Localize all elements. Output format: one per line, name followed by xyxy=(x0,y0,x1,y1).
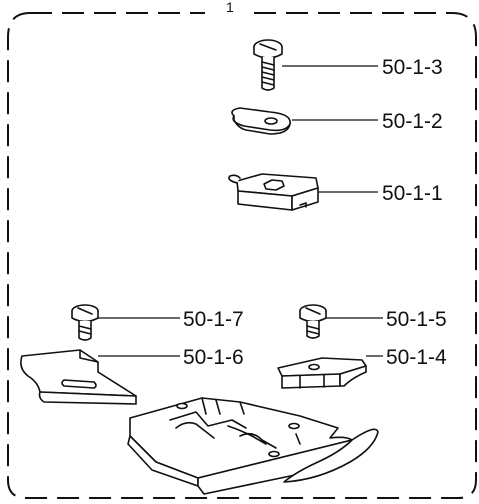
screw-top-part xyxy=(253,39,283,91)
callout-50-1-5: 50-1-5 xyxy=(386,308,447,331)
assembly-frame xyxy=(7,12,477,499)
callout-50-1-1: 50-1-1 xyxy=(382,182,443,205)
washer-tab-part xyxy=(231,107,291,135)
screw-right-part xyxy=(299,304,327,339)
callout-50-1-3: 50-1-3 xyxy=(382,56,443,79)
callout-50-1-4: 50-1-4 xyxy=(386,346,447,369)
callout-50-1-6: 50-1-6 xyxy=(183,346,244,369)
nut-block-part xyxy=(228,173,319,211)
screw-left-part xyxy=(71,304,99,341)
assembly-label: 1 xyxy=(226,0,234,15)
bracket-right-part xyxy=(277,357,367,389)
presser-foot-body xyxy=(127,397,379,495)
callout-50-1-2: 50-1-2 xyxy=(382,110,443,133)
callout-50-1-7: 50-1-7 xyxy=(183,308,244,331)
guide-plate-part xyxy=(20,349,137,405)
